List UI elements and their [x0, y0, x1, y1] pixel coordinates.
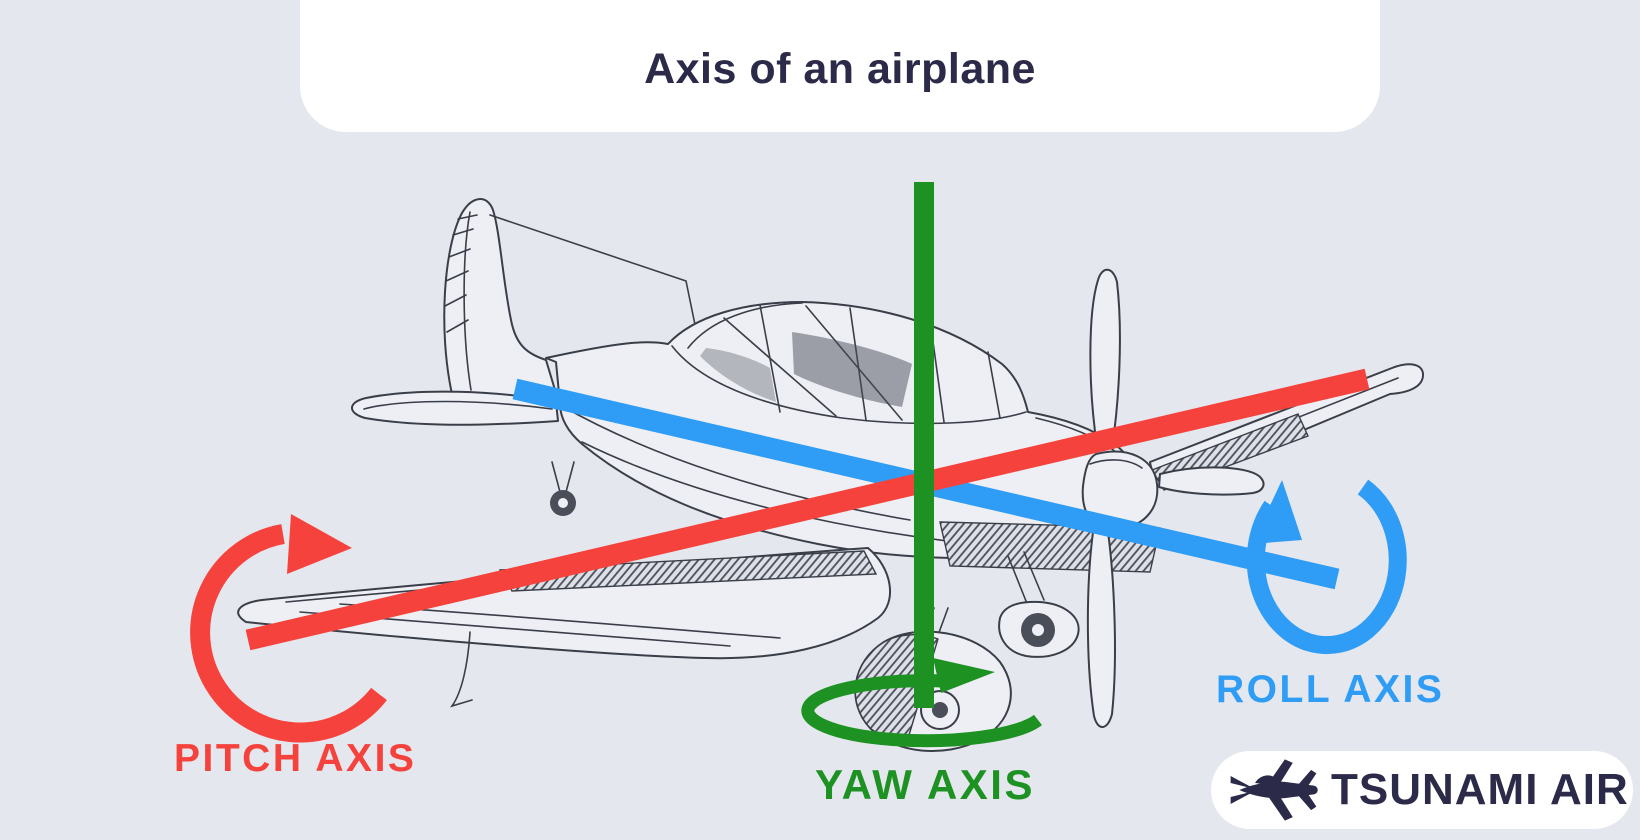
brand-logo: TSUNAMI AIR: [1211, 751, 1633, 829]
pitch-axis-label: PITCH AXIS: [174, 737, 417, 780]
pitch-axis-line: [245, 368, 1370, 651]
yaw-rotation-arrow: [801, 658, 1042, 748]
roll-rotation-arrow: [1246, 479, 1407, 655]
brand-name: TSUNAMI AIR: [1331, 765, 1629, 814]
title-panel: Axis of an airplane: [300, 0, 1380, 132]
yaw-axis-label: YAW AXIS: [815, 761, 1035, 808]
pitch-rotation-arrow: [190, 514, 387, 743]
roll-axis-label: ROLL AXIS: [1216, 668, 1445, 711]
fighter-jet-icon: [1230, 759, 1318, 821]
airplane-sketch: [238, 199, 1423, 751]
yaw-axis-line: [914, 182, 934, 708]
page-title: Axis of an airplane: [644, 44, 1036, 93]
